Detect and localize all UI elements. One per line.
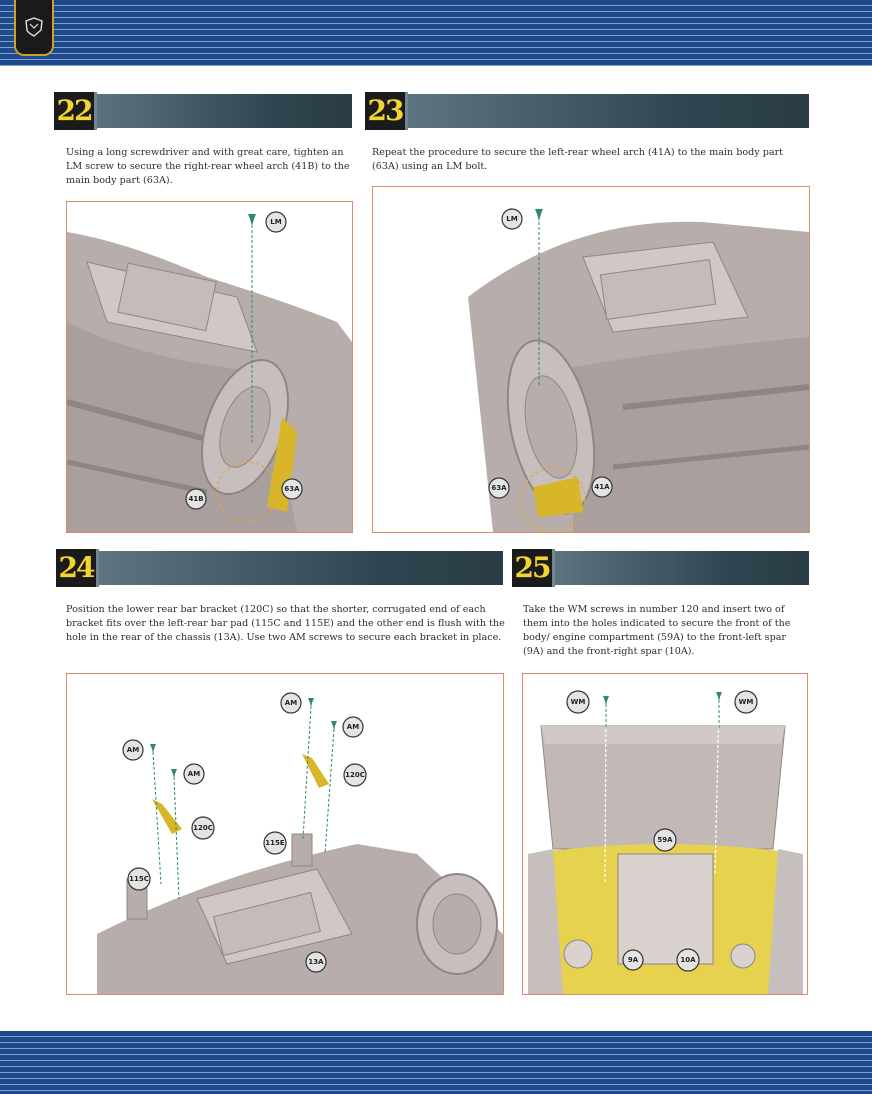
part-label: WM: [734, 690, 758, 714]
part-label: 63A: [281, 478, 303, 500]
part-label: AM: [183, 763, 205, 785]
step-illustration-25: WM WM 59A 9A 10A: [522, 673, 808, 995]
step-header-22: 22: [54, 92, 352, 130]
step-illustration-24: AM AM AM AM 120C 120C 115C 115E 13A: [66, 673, 504, 995]
step-illustration-22: LM 41B 63A: [66, 201, 353, 533]
top-banner: [0, 0, 872, 66]
part-label: LM: [265, 211, 287, 233]
part-label: 120C: [343, 763, 367, 787]
part-label: 115C: [127, 867, 151, 891]
part-label: 41A: [591, 476, 613, 498]
svg-text:41B: 41B: [188, 495, 203, 503]
part-label: AM: [122, 739, 144, 761]
step-header-25: 25: [512, 549, 809, 587]
svg-text:115C: 115C: [129, 875, 149, 883]
svg-text:63A: 63A: [284, 485, 300, 493]
step-instruction-23: Repeat the procedure to secure the left-…: [372, 147, 784, 172]
svg-text:WM: WM: [739, 698, 754, 706]
part-label: 63A: [488, 477, 510, 499]
part-label: 120C: [191, 816, 215, 840]
part-label: 41B: [185, 488, 207, 510]
part-label: LM: [501, 208, 523, 230]
part-label: 59A: [653, 828, 677, 852]
part-label: AM: [280, 692, 302, 714]
bottom-banner: [0, 1031, 872, 1094]
part-label: WM: [566, 690, 590, 714]
part-label: 13A: [305, 951, 327, 973]
step-instruction-22: Using a long screwdriver and with great …: [66, 147, 350, 186]
step-instruction-25: Take the WM screws in number 120 and ins…: [523, 604, 791, 657]
step-instruction-24: Position the lower rear bar bracket (120…: [66, 604, 505, 643]
shield-icon: [25, 17, 43, 37]
step-number: 23: [365, 92, 408, 130]
svg-text:41A: 41A: [594, 483, 610, 491]
svg-text:LM: LM: [270, 218, 281, 226]
svg-text:LM: LM: [506, 215, 517, 223]
svg-text:120C: 120C: [193, 824, 213, 832]
svg-text:AM: AM: [188, 770, 200, 778]
svg-text:9A: 9A: [628, 956, 639, 964]
svg-text:13A: 13A: [308, 958, 324, 966]
svg-text:115E: 115E: [265, 839, 285, 847]
step-number: 24: [56, 549, 99, 587]
svg-text:63A: 63A: [491, 484, 507, 492]
step-number: 22: [54, 92, 97, 130]
step-header-23: 23: [365, 92, 809, 130]
brand-logo-badge: [14, 0, 54, 56]
step-number: 25: [512, 549, 555, 587]
svg-text:59A: 59A: [657, 836, 673, 844]
svg-text:WM: WM: [571, 698, 586, 706]
part-label: 115E: [263, 831, 287, 855]
svg-text:120C: 120C: [345, 771, 365, 779]
svg-text:AM: AM: [127, 746, 139, 754]
part-label: 9A: [622, 949, 644, 971]
svg-text:AM: AM: [285, 699, 297, 707]
step-illustration-23: LM 63A 41A: [372, 186, 810, 533]
svg-text:10A: 10A: [680, 956, 696, 964]
svg-text:AM: AM: [347, 723, 359, 731]
step-header-24: 24: [56, 549, 503, 587]
part-label: 10A: [676, 948, 700, 972]
part-label: AM: [342, 716, 364, 738]
